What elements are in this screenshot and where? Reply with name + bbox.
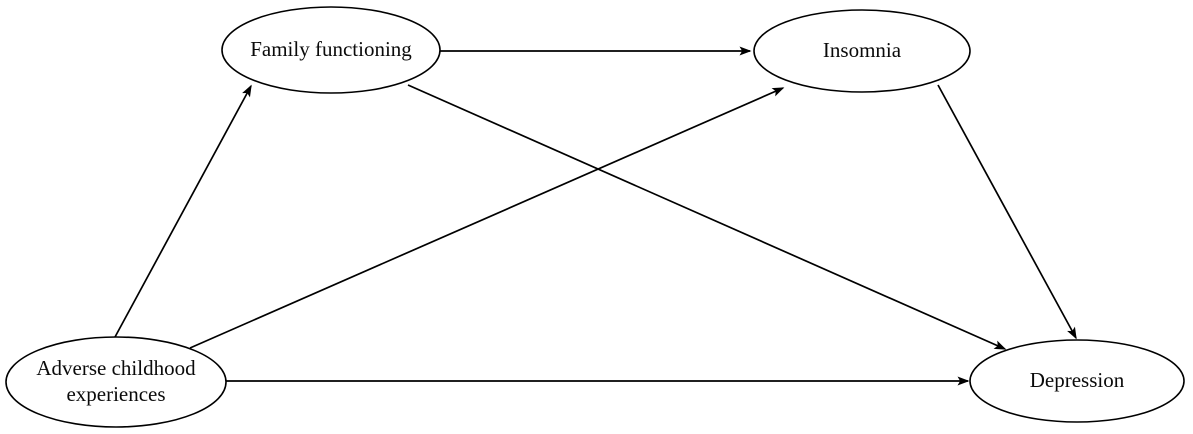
node-shape-family-functioning [221, 6, 441, 94]
edge-ace-to-family-functioning [114, 84, 252, 338]
edges-layer [114, 46, 1077, 386]
node-label-adverse-childhood-experiences-line1: Adverse childhood [36, 356, 196, 380]
node-label-adverse-childhood-experiences-line2: experiences [66, 382, 165, 406]
edge-ace-to-insomnia [189, 87, 785, 349]
node-label-depression: Depression [1030, 368, 1125, 392]
node-label-insomnia: Insomnia [823, 38, 902, 62]
node-insomnia[interactable]: Insomnia [753, 9, 971, 93]
node-depression[interactable]: Depression [969, 339, 1185, 423]
node-shape-insomnia [753, 9, 971, 93]
edge-insomnia-to-depression [937, 84, 1077, 340]
node-shape-adverse-childhood-experiences [5, 336, 227, 428]
node-shape-depression [969, 339, 1185, 423]
node-family-functioning[interactable]: Family functioning [221, 6, 441, 94]
edge-family-functioning-to-depression [407, 84, 1007, 350]
node-label-family-functioning: Family functioning [250, 37, 412, 61]
